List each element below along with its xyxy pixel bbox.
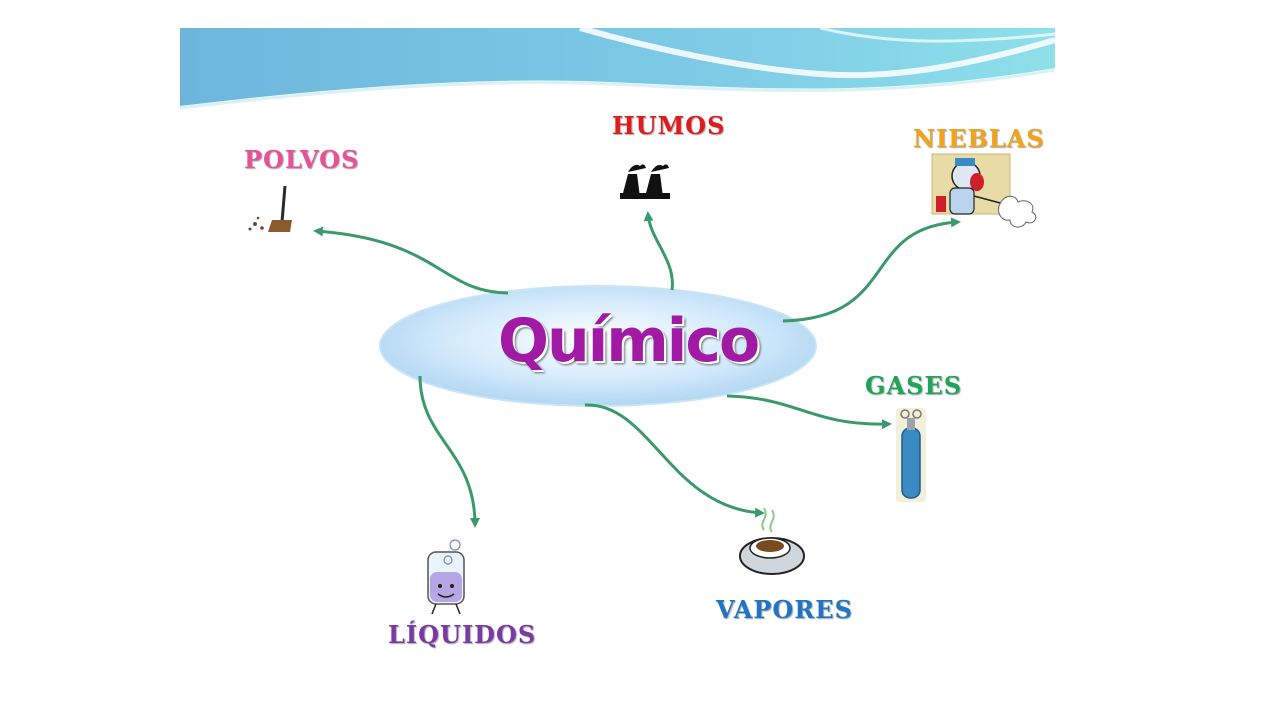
factory-icon [620, 164, 670, 199]
node-label-vapores: VAPORES [716, 595, 853, 624]
broom-icon [248, 185, 292, 232]
arrow-to-humos [643, 211, 674, 291]
slide [180, 28, 1055, 690]
node-label-humos: HUMOS [612, 111, 726, 140]
node-label-polvos: POLVOS [244, 145, 360, 174]
node-label-nieblas: NIEBLAS [913, 124, 1045, 153]
arrow-to-nieblas [782, 217, 961, 323]
arrow-to-polvos [313, 226, 509, 295]
beaker-icon [427, 539, 465, 615]
steaming-cup-icon [739, 507, 805, 575]
wave-banner [180, 28, 1055, 128]
node-label-gases: GASES [865, 371, 963, 400]
node-label-liquidos: LÍQUIDOS [388, 620, 537, 649]
gas-cylinder-icon [896, 408, 926, 502]
arrow-to-liquidos [418, 375, 480, 528]
center-title: Químico [498, 306, 760, 376]
sprayer-icon [931, 153, 1037, 228]
arrow-to-vapores [584, 403, 765, 518]
arrow-to-gases [726, 394, 892, 430]
